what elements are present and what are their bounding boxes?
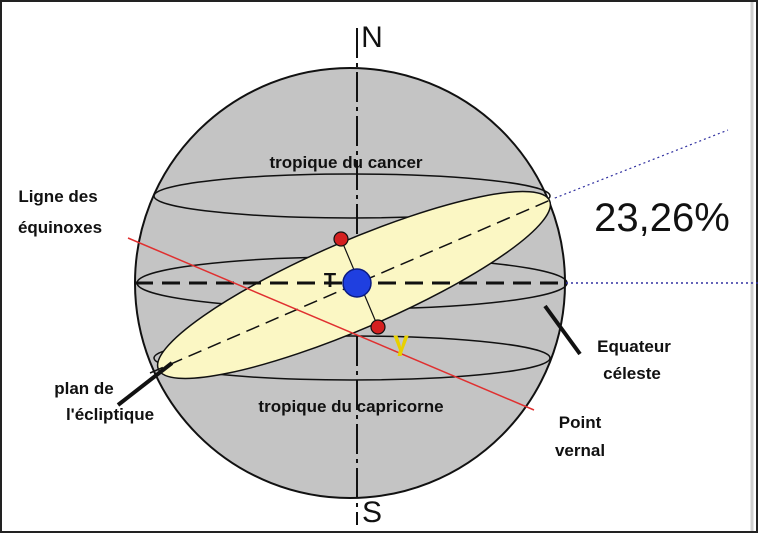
equator-leader-line (543, 304, 582, 356)
ecliptic-label-line2: l'écliptique (66, 405, 154, 424)
vernal-point-dot (370, 319, 386, 335)
vernal-point-label-line1: Point (559, 413, 602, 432)
vernal-point-label-line2: vernal (555, 441, 605, 460)
celestial-equator-label-line1: Equateur (597, 337, 671, 356)
vernal-symbol-label: γ (393, 325, 409, 356)
equinox-line-label-line1: Ligne des (18, 187, 97, 206)
tropic-of-cancer-label: tropique du cancer (269, 153, 422, 172)
ecliptic-leader-line (116, 361, 174, 407)
south-label: S (362, 496, 382, 529)
ecliptic-extension-dotted (554, 129, 729, 199)
line-of-equinoxes (127, 237, 535, 411)
tropic-of-capricorn-label: tropique du capricorne (258, 397, 443, 416)
upper-node-point (333, 231, 349, 247)
tropic-of-cancer-circle (153, 173, 551, 219)
north-label: N (361, 21, 383, 54)
equinox-line-label-line2: équinoxes (18, 218, 102, 237)
ecliptic-label-line1: plan de (54, 379, 114, 398)
tropic-of-capricorn-circle (153, 335, 551, 381)
earth-label: T (324, 270, 336, 292)
earth-dot (342, 268, 372, 298)
celestial-equator-label-line2: céleste (603, 364, 661, 383)
angle-label: 23,26% (594, 196, 730, 240)
